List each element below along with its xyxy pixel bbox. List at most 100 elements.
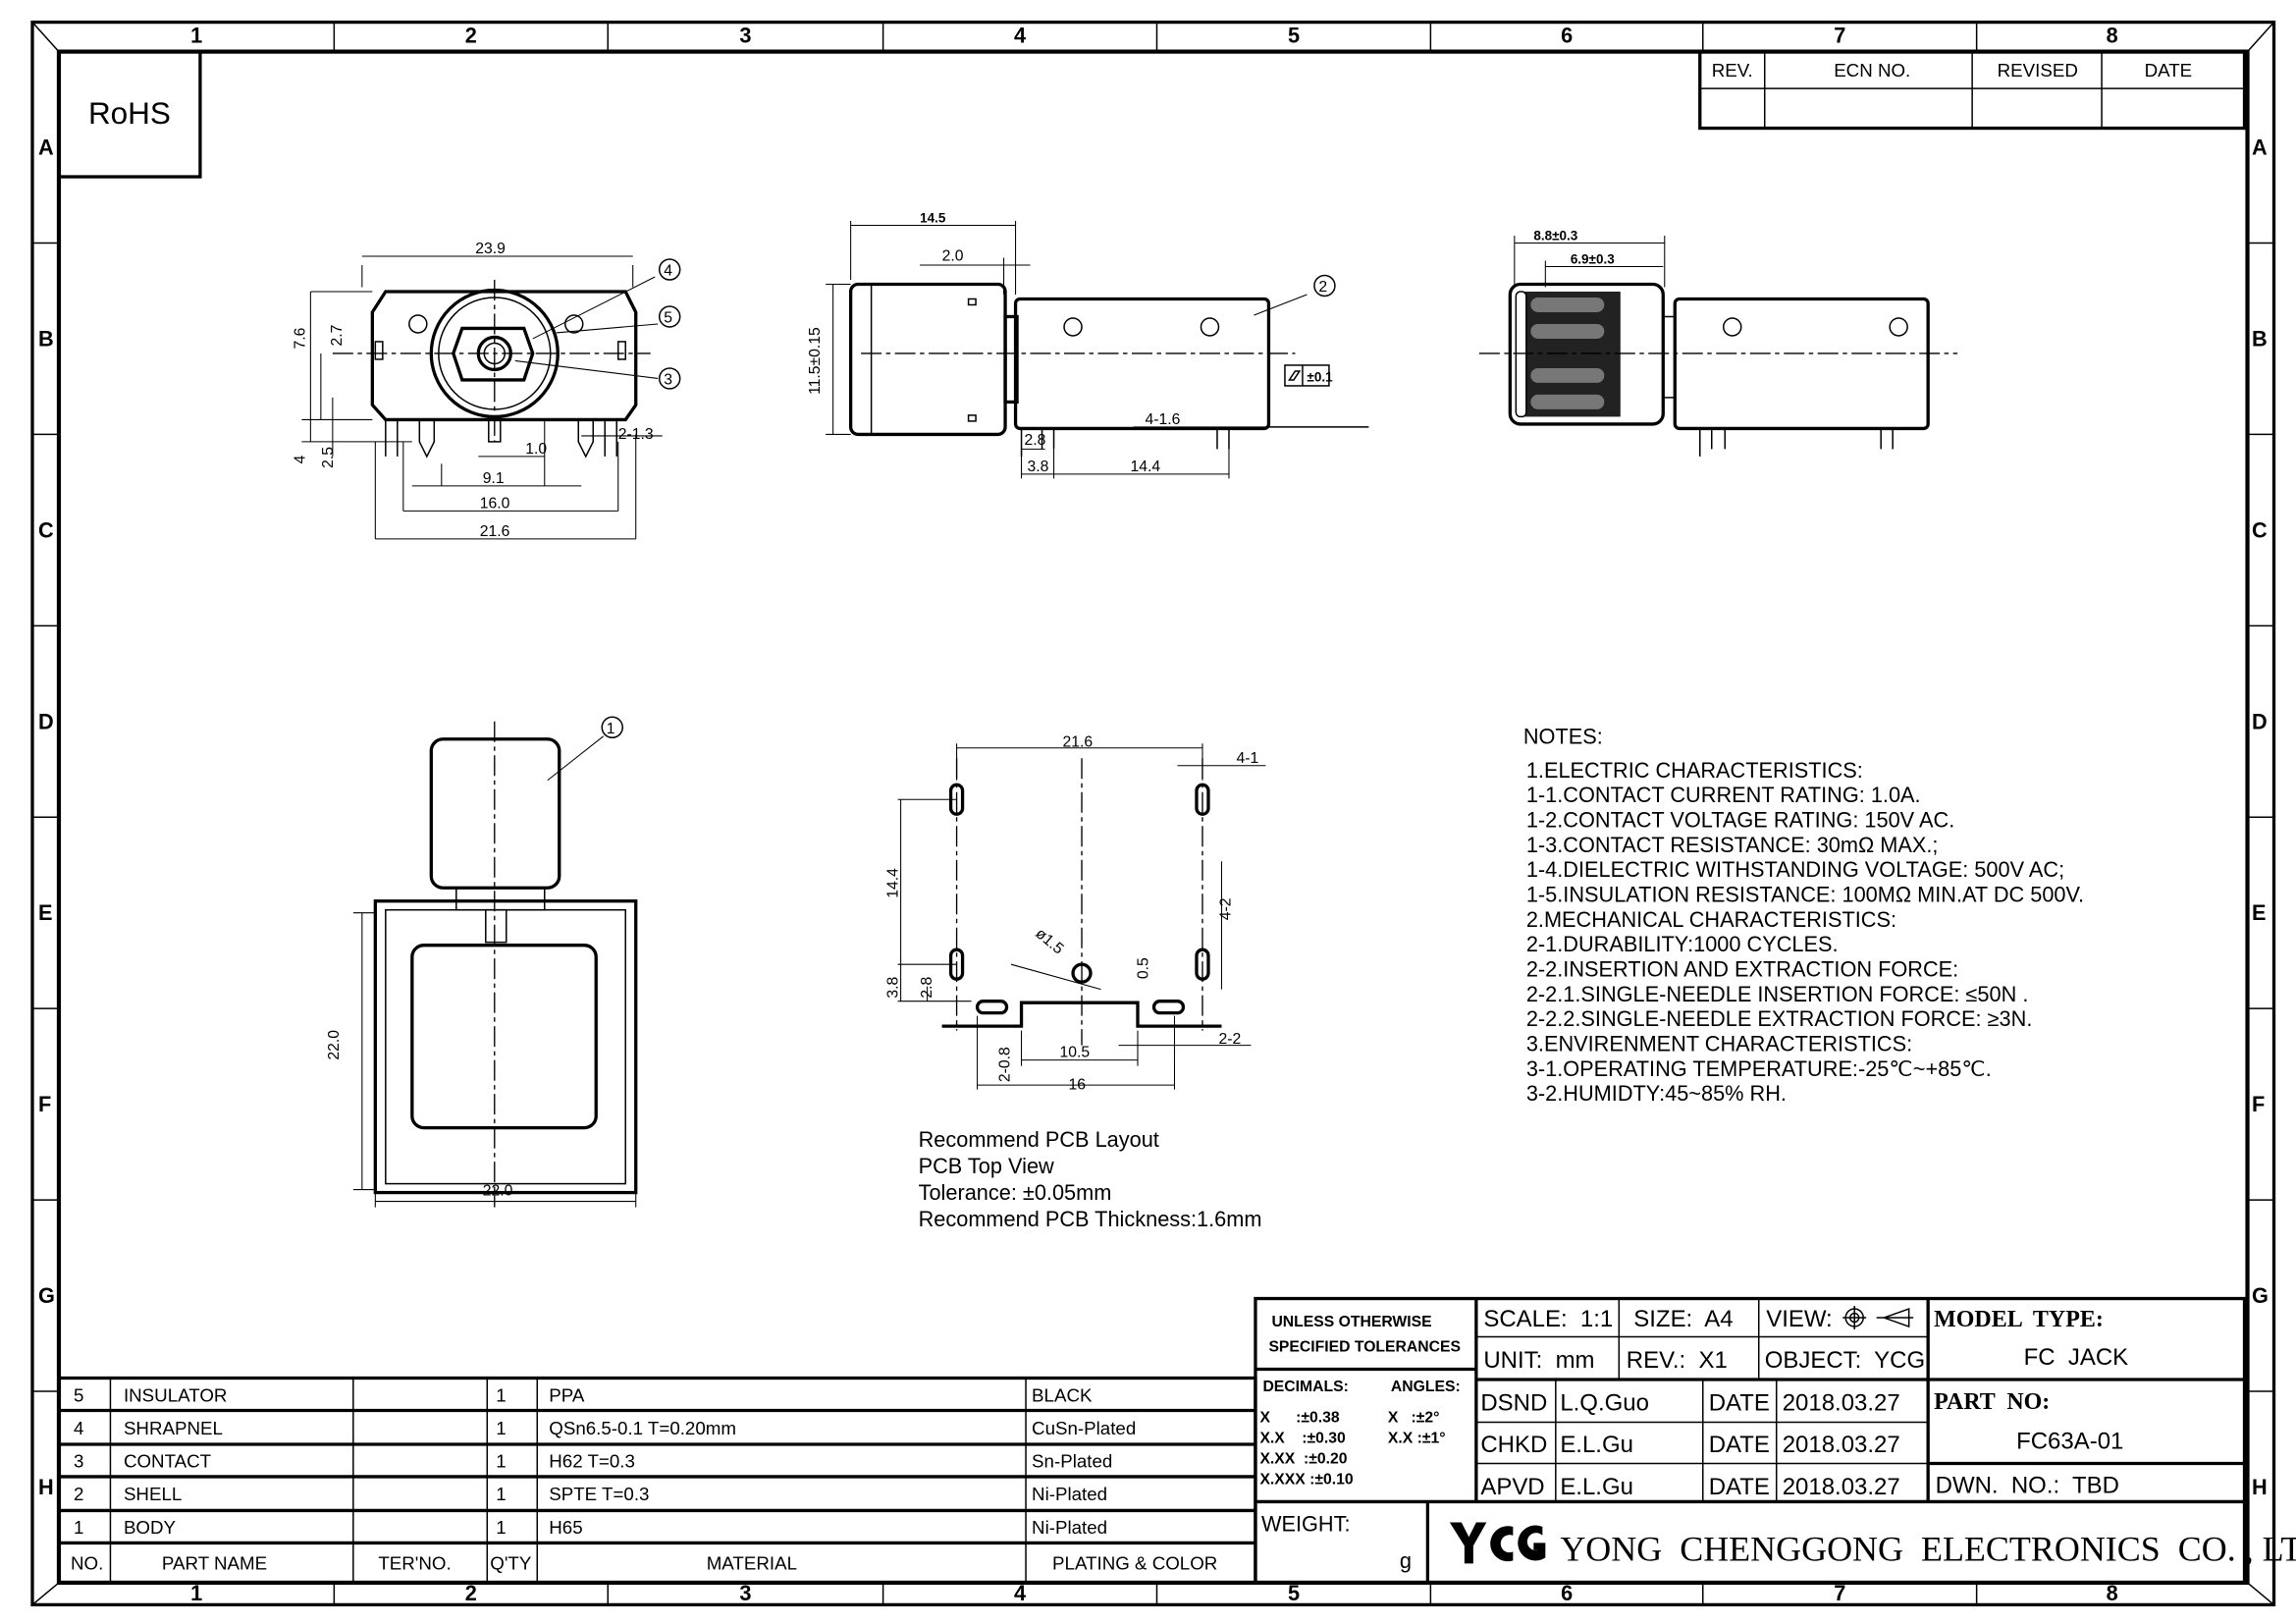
approval-date-label: DATE [1709, 1432, 1770, 1458]
balloon-2: 2 [1318, 279, 1327, 296]
row-label-H: H [38, 1475, 54, 1499]
third-angle-projection-icon [1842, 1306, 1914, 1330]
dim-1-0: 1.0 [525, 441, 547, 458]
bom-cell-material: H62 T=0.3 [549, 1451, 635, 1472]
notes: NOTES: 1.ELECTRIC CHARACTERISTICS: 1-1.C… [1523, 724, 2084, 1106]
note-line: 2-2.1.SINGLE-NEEDLE INSERTION FORCE: ≤50… [1526, 982, 2029, 1006]
dim-2-1-3: 2-1.3 [618, 426, 654, 443]
bom-header-material: MATERIAL [707, 1552, 797, 1573]
note-line: 2-2.INSERTION AND EXTRACTION FORCE: [1526, 956, 1958, 981]
decimal-x: X :±0.38 [1259, 1409, 1339, 1426]
tolerance-title-1: UNLESS OTHERWISE [1271, 1314, 1431, 1330]
approval-role: APVD [1480, 1474, 1544, 1500]
bom-cell-plating: Ni-Plated [1032, 1484, 1107, 1504]
row-label-C: C [2252, 517, 2268, 542]
bom-cell-plating: CuSn-Plated [1032, 1418, 1136, 1438]
bom-header-no: NO. [71, 1552, 103, 1573]
row-label-D: D [2252, 709, 2268, 733]
approval-date-label: DATE [1709, 1474, 1770, 1500]
model-type-label: MODEL TYPE: [1934, 1307, 2104, 1332]
bom-cell-qty: 1 [496, 1418, 506, 1438]
bom-cell-part-name: SHELL [124, 1484, 182, 1504]
row-label-G: G [38, 1283, 55, 1308]
balloon-3: 3 [664, 371, 672, 388]
row-label-B: B [2252, 326, 2268, 351]
bom-cell-qty: 1 [496, 1517, 506, 1538]
bom-cell-material: H65 [549, 1517, 582, 1538]
side-view: 14.5 2.0 11.5±0.15 2.8 3.8 14.4 4-1.6 2 … [807, 211, 1369, 479]
column-label-5: 5 [1288, 1581, 1300, 1605]
unit: UNIT: mm [1483, 1347, 1594, 1374]
approval-name: E.L.Gu [1560, 1474, 1633, 1500]
pcb-dim-21-6: 21.6 [1063, 733, 1094, 750]
section-view: 8.8±0.3 6.9±0.3 [1478, 228, 1958, 457]
model-type: FC JACK [2024, 1344, 2129, 1371]
bom-cell-part-name: INSULATOR [124, 1384, 228, 1405]
balloon-4: 4 [664, 262, 672, 279]
approval-name: L.Q.Guo [1560, 1389, 1649, 1416]
pcb-dim-2-8: 2.8 [919, 977, 935, 999]
pcb-dim-dia-1-5: ø1.5 [1032, 925, 1066, 957]
row-label-H: H [2252, 1475, 2268, 1499]
pcb-caption-2: PCB Top View [919, 1154, 1054, 1178]
bom-cell-material: QSn6.5-0.1 T=0.20mm [549, 1418, 736, 1438]
bom-cell-no: 4 [74, 1418, 83, 1438]
row-label-A: A [2252, 135, 2268, 160]
dim-9-1: 9.1 [483, 470, 505, 487]
body-view: 22.0 22.0 1 [326, 716, 638, 1208]
row-label-F: F [38, 1092, 51, 1116]
dim-21-6: 21.6 [480, 523, 510, 540]
size: SIZE: A4 [1633, 1306, 1733, 1332]
row-label-F: F [2252, 1092, 2265, 1116]
bom-cell-qty: 1 [496, 1451, 506, 1472]
note-line: 1-4.DIELECTRIC WITHSTANDING VOLTAGE: 500… [1526, 857, 2064, 882]
decimal-xx: X.X :±0.30 [1259, 1430, 1346, 1446]
date-header: DATE [2145, 60, 2193, 81]
approval-date: 2018.03.27 [1783, 1432, 1900, 1458]
pcb-layout-view: 21.6 4-1 14.4 4-2 ø1.5 0.5 3.8 2.8 2-0.8… [885, 733, 1266, 1231]
dim-14-5: 14.5 [920, 211, 946, 226]
object: OBJECT: YCG [1765, 1347, 1925, 1374]
revised-header: REVISED [1998, 60, 2078, 81]
ecn-header: ECN NO. [1834, 60, 1910, 81]
column-label-1: 1 [190, 24, 202, 48]
column-label-6: 6 [1561, 24, 1573, 48]
note-line: 2.MECHANICAL CHARACTERISTICS: [1526, 907, 1896, 932]
dim-7-6: 7.6 [292, 327, 308, 349]
dim-2-7: 2.7 [329, 325, 346, 347]
dim-11-5: 11.5±0.15 [807, 327, 824, 395]
row-label-G: G [2252, 1283, 2269, 1308]
ycg-logo [1449, 1522, 1546, 1564]
notes-title: NOTES: [1523, 724, 1603, 748]
note-line: 3-1.OPERATING TEMPERATURE:-25℃~+85℃. [1526, 1056, 1992, 1081]
pcb-dim-4-2: 4-2 [1217, 897, 1234, 920]
tolerance-title-2: SPECIFIED TOLERANCES [1268, 1339, 1461, 1356]
part-no-label: PART NO: [1934, 1389, 2050, 1415]
dim-4-1-6: 4-1.6 [1146, 411, 1181, 428]
bom-cell-no: 1 [74, 1517, 83, 1538]
bom-cell-qty: 1 [496, 1484, 506, 1504]
note-line: 1-3.CONTACT RESISTANCE: 30mΩ MAX.; [1526, 833, 1939, 857]
row-label-A: A [38, 135, 54, 160]
scale: SCALE: 1:1 [1483, 1306, 1613, 1332]
row-label-C: C [38, 517, 54, 542]
bom-cell-no: 3 [74, 1451, 83, 1472]
bom-cell-material: SPTE T=0.3 [549, 1484, 649, 1504]
balloon-5: 5 [664, 309, 672, 326]
pcb-dim-0-5: 0.5 [1136, 957, 1152, 979]
column-label-8: 8 [2107, 1581, 2118, 1605]
dim-8-8: 8.8±0.3 [1533, 228, 1577, 243]
title-block: UNLESS OTHERWISE SPECIFIED TOLERANCES DE… [1254, 1296, 2296, 1585]
column-label-4: 4 [1014, 1581, 1026, 1605]
note-line: 2-2.2.SINGLE-NEEDLE EXTRACTION FORCE: ≥3… [1526, 1006, 2033, 1031]
rev-header: REV. [1712, 60, 1753, 81]
approval-date: 2018.03.27 [1783, 1474, 1900, 1500]
dim-2-5: 2.5 [320, 447, 337, 468]
column-label-3: 3 [739, 1581, 751, 1605]
pcb-dim-4-1: 4-1 [1236, 750, 1258, 767]
note-line: 1.ELECTRIC CHARACTERISTICS: [1526, 758, 1863, 783]
column-label-2: 2 [465, 1581, 477, 1605]
approval-name: E.L.Gu [1560, 1432, 1633, 1458]
front-view: 23.9 7.6 2.7 4 2.5 1.0 2-1.3 9.1 16.0 21… [292, 241, 681, 540]
